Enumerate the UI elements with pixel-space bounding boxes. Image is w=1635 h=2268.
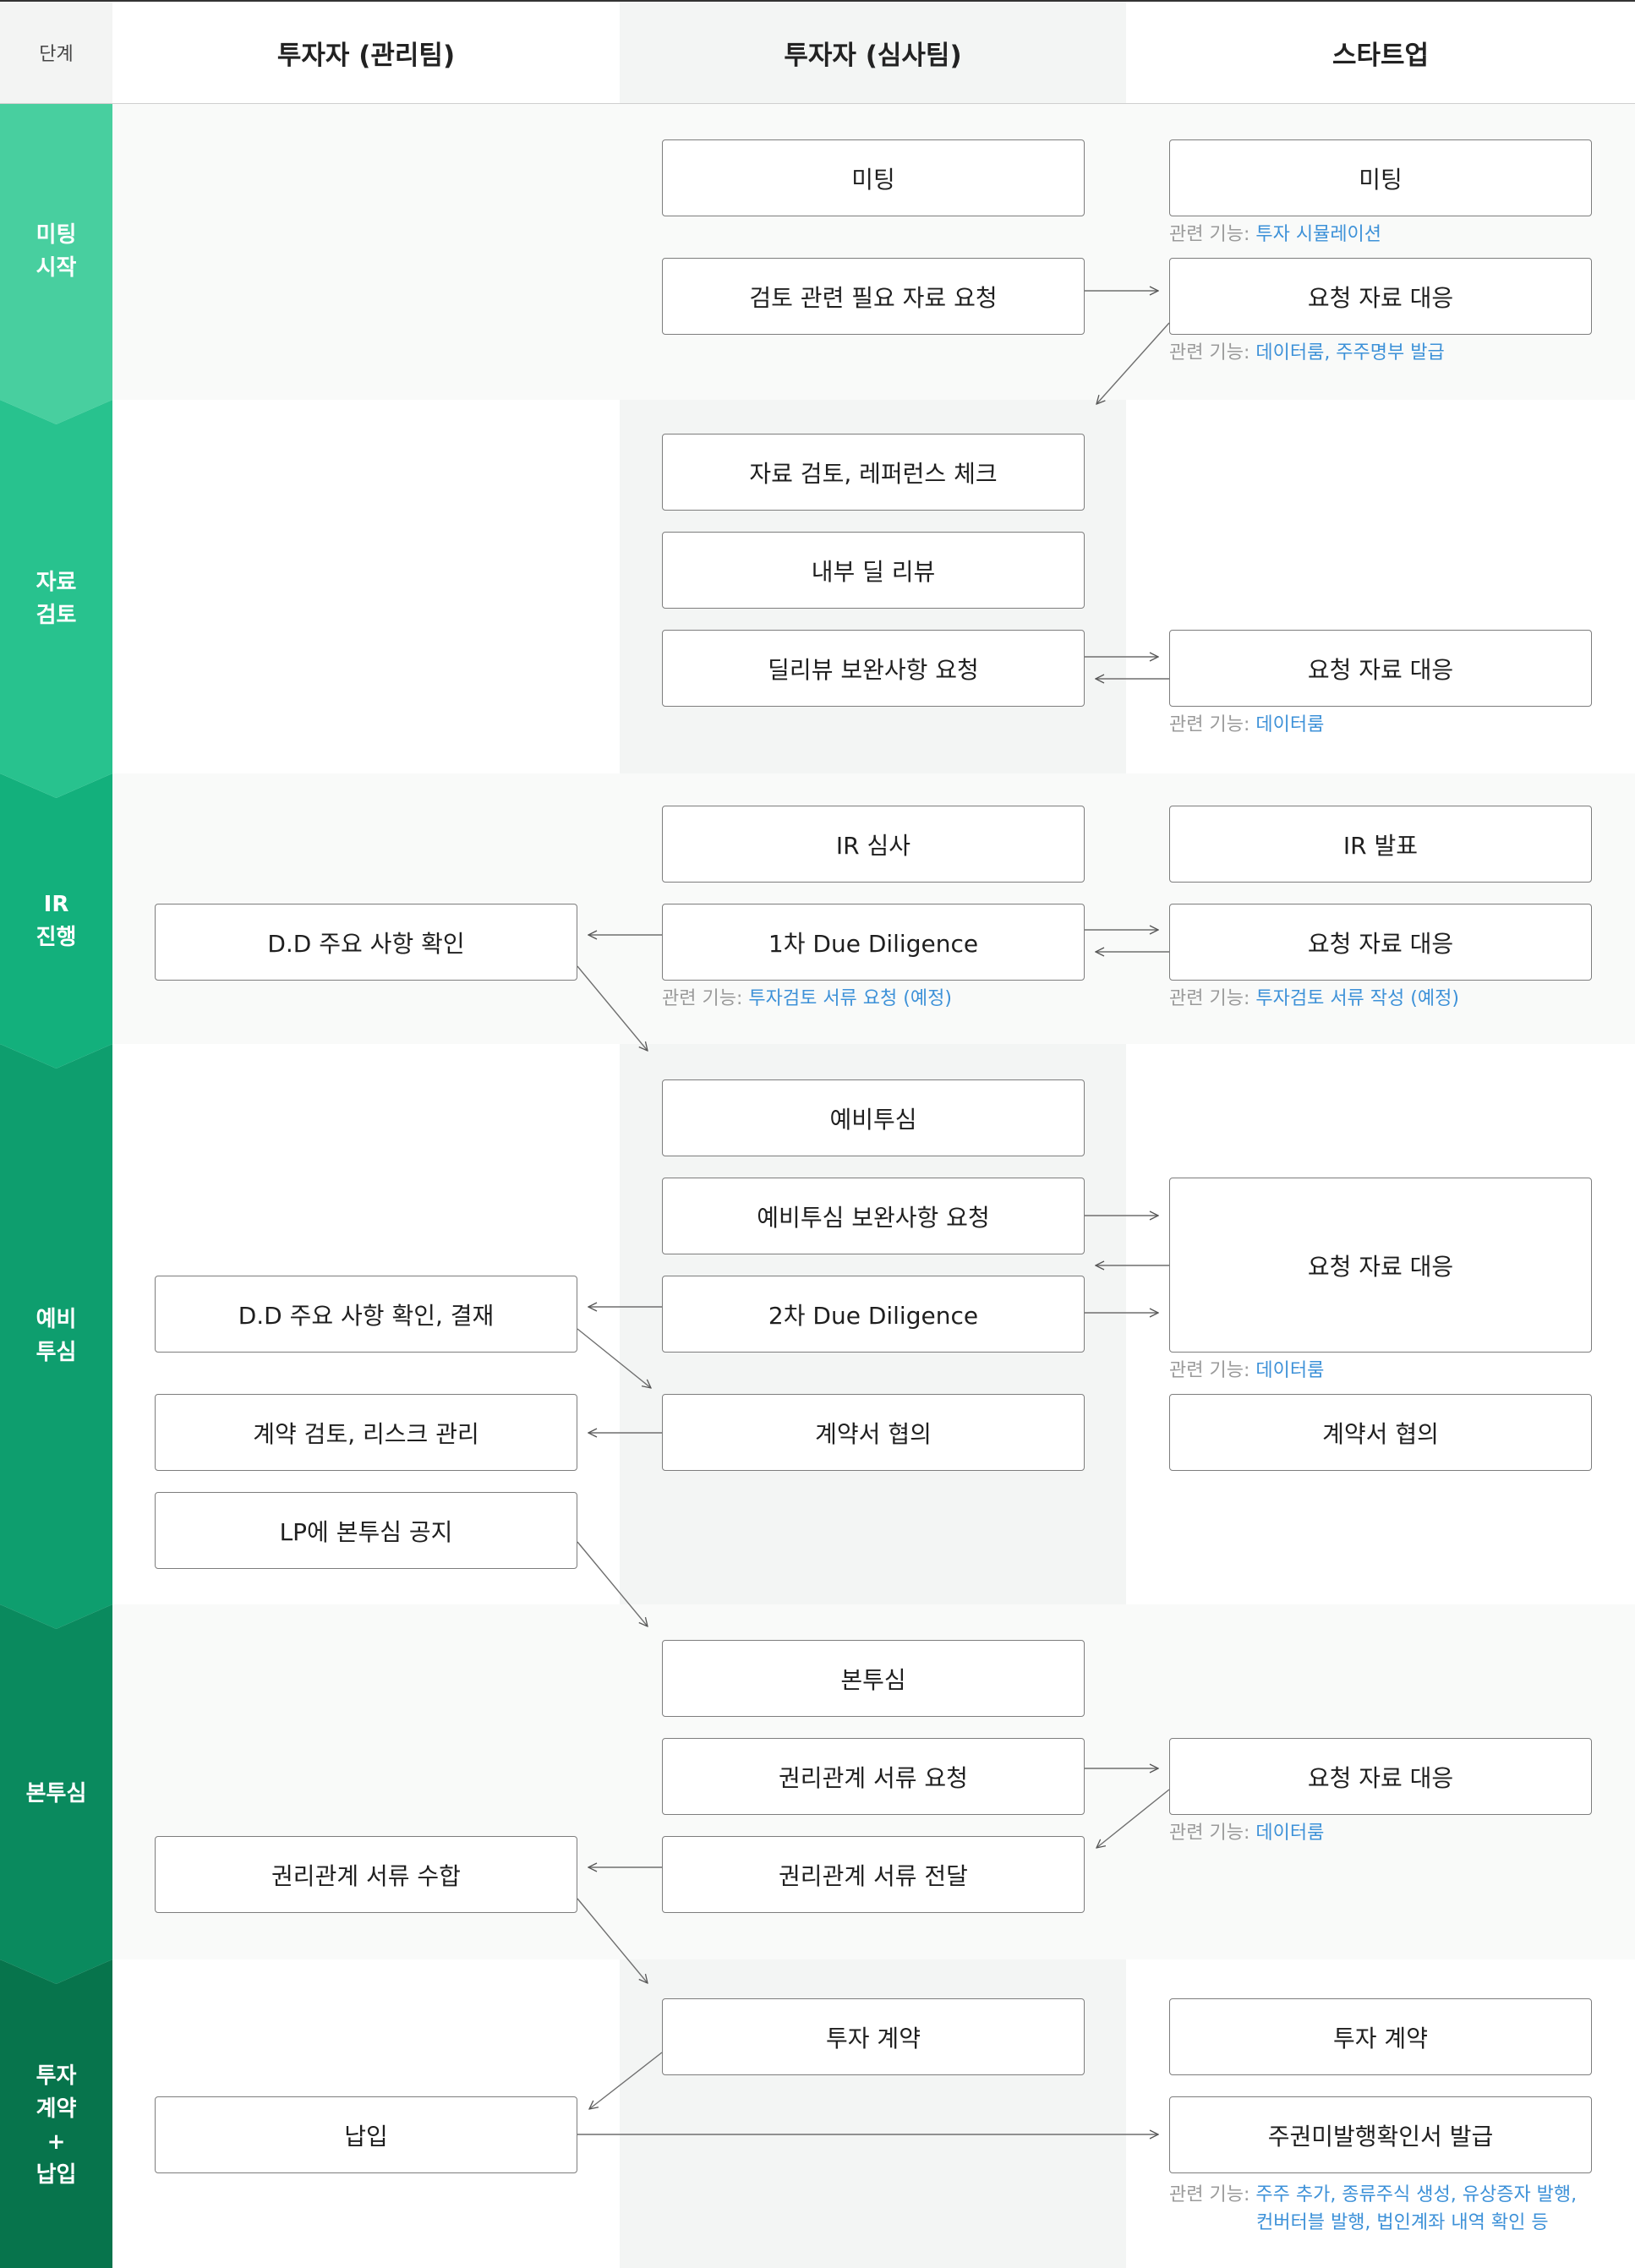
- link-share-features-2[interactable]: 컨버터블 발행, 법인계좌 내역 확인 등: [1256, 2212, 1549, 2233]
- box-rights-doc-receive: 권리관계 서류 수합: [155, 1836, 577, 1913]
- stage-chevron-meeting: [0, 104, 112, 424]
- note-review-doc-request: 관련 기능: 투자검토 서류 요청 (예정): [662, 988, 952, 1009]
- link-review-doc-request[interactable]: 투자검토 서류 요청 (예정): [748, 988, 952, 1009]
- note-dataroom-2: 관련 기능: 데이터룸: [1169, 1360, 1325, 1381]
- box-share-certificate: 주권미발행확인서 발급: [1169, 2096, 1592, 2173]
- box-request-review-material: 검토 관련 필요 자료 요청: [662, 258, 1085, 335]
- box-internal-deal-review: 내부 딜 리뷰: [662, 532, 1085, 609]
- note-review-doc-write: 관련 기능: 투자검토 서류 작성 (예정): [1169, 988, 1459, 1009]
- arrow-contract-to-payment: [589, 2052, 663, 2109]
- header-rule: [0, 103, 1635, 104]
- box-deal-review-request: 딜리뷰 보완사항 요청: [662, 630, 1085, 707]
- top-rule: [0, 0, 1635, 2]
- box-main-review: 본투심: [662, 1640, 1085, 1717]
- startup-column-header: 스타트업: [1332, 40, 1430, 71]
- link-dataroom-shareholder-registry[interactable]: 데이터룸, 주주명부 발급: [1255, 342, 1445, 363]
- box-respond-4: 요청 자료 대응: [1169, 1178, 1592, 1353]
- link-investment-simulation[interactable]: 투자 시뮬레이션: [1255, 224, 1382, 245]
- box-ir-review: IR 심사: [662, 806, 1085, 883]
- link-dataroom-2[interactable]: 데이터룸: [1255, 1360, 1325, 1381]
- box-meeting-startup: 미팅: [1169, 139, 1592, 216]
- box-contract-nego-review: 계약서 협의: [662, 1394, 1085, 1471]
- box-rights-doc-request: 권리관계 서류 요청: [662, 1738, 1085, 1815]
- link-dataroom-1[interactable]: 데이터룸: [1255, 714, 1325, 735]
- arrow-respond-1-to-material-check: [1096, 322, 1170, 404]
- stage-chevron-ir: [0, 773, 112, 1068]
- box-prelim-request: 예비투심 보완사항 요청: [662, 1178, 1085, 1254]
- arrow-lp-notice-to-main-review: [577, 1541, 648, 1626]
- manage-team-column-header: 투자자 (관리팀): [276, 40, 456, 71]
- stage-label-main: 본투심: [25, 1781, 87, 1806]
- box-payment: 납입: [155, 2096, 577, 2173]
- note-simulation: 관련 기능: 투자 시뮬레이션: [1169, 224, 1382, 245]
- arrow-respond-5-to-rights-deliver: [1096, 1789, 1170, 1848]
- stage-chevron-main: [0, 1604, 112, 1984]
- box-respond-2: 요청 자료 대응: [1169, 630, 1592, 707]
- stage-chevron-contract: [0, 1959, 112, 2268]
- arrow-dd-check-approve-to-contract: [577, 1328, 651, 1388]
- box-respond-3: 요청 자료 대응: [1169, 904, 1592, 981]
- box-dd-check: D.D 주요 사항 확인: [155, 904, 577, 981]
- review-team-column-header: 투자자 (심사팀): [784, 40, 962, 71]
- box-rights-doc-deliver: 권리관계 서류 전달: [662, 1836, 1085, 1913]
- note-dataroom-shareholders: 관련 기능: 데이터룸, 주주명부 발급: [1169, 342, 1445, 363]
- box-prelim-review: 예비투심: [662, 1079, 1085, 1156]
- box-due-diligence-2: 2차 Due Diligence: [662, 1276, 1085, 1353]
- note-dataroom-1: 관련 기능: 데이터룸: [1169, 714, 1325, 735]
- box-invest-contract-startup: 투자 계약: [1169, 1998, 1592, 2075]
- link-review-doc-write[interactable]: 투자검토 서류 작성 (예정): [1255, 988, 1459, 1009]
- stage-column-header: 단계: [39, 44, 74, 65]
- box-ir-present: IR 발표: [1169, 806, 1592, 883]
- note-dataroom-3: 관련 기능: 데이터룸: [1169, 1823, 1325, 1844]
- box-contract-nego-startup: 계약서 협의: [1169, 1394, 1592, 1471]
- box-respond-1: 요청 자료 대응: [1169, 258, 1592, 335]
- link-share-features-1[interactable]: 주주 추가, 종류주식 생성, 유상증자 발행,: [1255, 2184, 1578, 2205]
- arrow-dd-check-to-prelim: [577, 965, 648, 1051]
- box-invest-contract-review: 투자 계약: [662, 1998, 1085, 2075]
- box-lp-notice: LP에 본투심 공지: [155, 1492, 577, 1569]
- stage-chevron-prelim: [0, 1044, 112, 1629]
- arrow-rights-receive-to-contract: [577, 1898, 648, 1983]
- box-material-check: 자료 검토, 레퍼런스 체크: [662, 434, 1085, 511]
- box-contract-risk: 계약 검토, 리스크 관리: [155, 1394, 577, 1471]
- box-meeting-review: 미팅: [662, 139, 1085, 216]
- link-dataroom-3[interactable]: 데이터룸: [1255, 1823, 1325, 1844]
- box-dd-check-approve: D.D 주요 사항 확인, 결재: [155, 1276, 577, 1353]
- note-share-features: 관련 기능: 주주 추가, 종류주식 생성, 유상증자 발행, 컨버터블 발행,…: [1169, 2184, 1578, 2233]
- box-due-diligence-1: 1차 Due Diligence: [662, 904, 1085, 981]
- box-respond-5: 요청 자료 대응: [1169, 1738, 1592, 1815]
- stage-chevron-material: [0, 400, 112, 798]
- stage-header-cell: [0, 2, 112, 103]
